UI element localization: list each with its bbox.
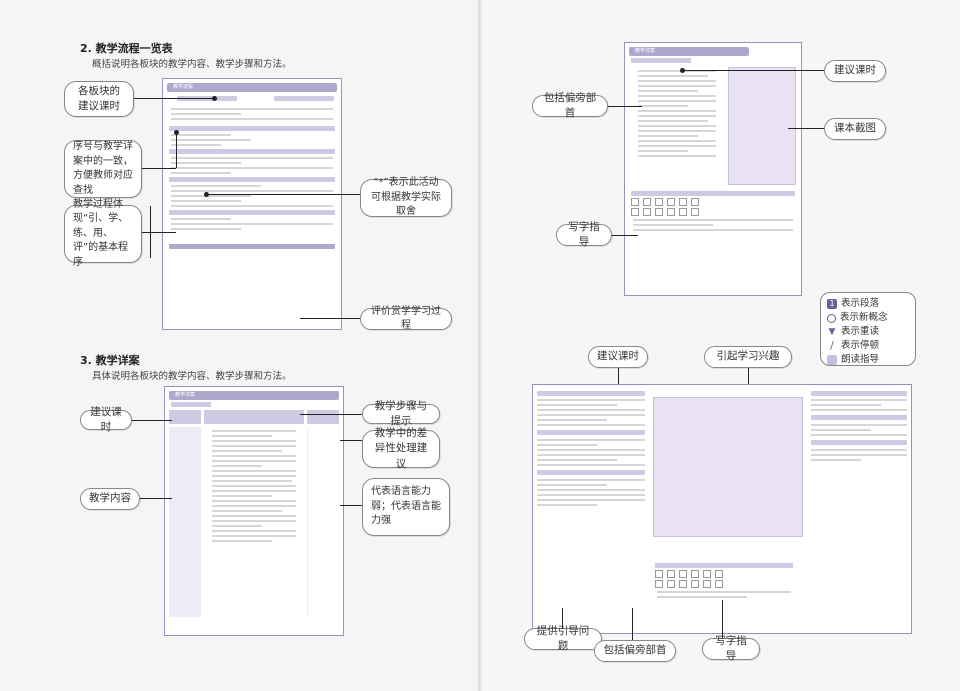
section-2-title: 2. 教学流程一览表 — [80, 42, 173, 55]
flow-table-header: 教学流程 — [167, 83, 337, 92]
paragraph-number-icon: 1 — [827, 299, 837, 309]
callout-side-header: 包括偏旁部首 — [532, 92, 608, 119]
callout-diff: 教学中的差异性处理建议 — [362, 427, 440, 470]
callout-suggest-time-top: 建议课时 — [824, 60, 886, 82]
pause-icon: / — [830, 339, 834, 352]
callout-content: 教学内容 — [80, 488, 140, 510]
callout-lang-ability: 代表语言能力弱；代表语言能力强 — [362, 478, 450, 536]
callout-lesson-time: 各板块的建议课时 — [64, 81, 134, 117]
legend-row-stress: ▼表示重读 — [828, 326, 880, 337]
callout-process: 教学过程体现“引、学、练、用、评”的基本程序 — [64, 199, 142, 268]
callout-writing-top: 写字指导 — [556, 221, 612, 248]
section-3-title: 3. 教学详案 — [80, 354, 140, 367]
section-2-desc: 概括说明各板块的教学内容、教学步骤和方法。 — [92, 59, 292, 70]
legend-row-pause: /表示停顿 — [827, 339, 909, 353]
section-3-desc: 具体说明各板块的教学内容、教学步骤和方法。 — [92, 371, 292, 382]
callout-evaluate: 评价赏学学习过程 — [360, 306, 452, 331]
callout-suggest-time-bottom: 建议课时 — [588, 346, 648, 368]
callout-suggest-time: 建议课时 — [80, 406, 132, 433]
textbook-spread-thumbnail-bottom — [532, 384, 912, 634]
callout-guide-question: 提供引导问题 — [524, 625, 602, 652]
callout-star: “*”表示此活动可根据教学实际取舍 — [360, 177, 452, 217]
textbook-page-thumbnail-top: 教学详案 — [624, 42, 802, 296]
callout-interest: 引起学习兴趣 — [704, 346, 792, 368]
stress-icon: ▼ — [828, 327, 836, 337]
callout-numbering: 序号与教学详案中的一致，方便教师对应查找 — [64, 140, 142, 198]
callout-steps: 教学步骤与提示 — [362, 400, 440, 427]
callout-writing-bottom: 写字指导 — [702, 635, 760, 662]
legend-row-new-concept: 表示新概念 — [827, 311, 909, 325]
reading-guide-icon — [827, 355, 837, 365]
callout-textbook-shot: 课本截图 — [824, 118, 886, 140]
new-concept-icon — [827, 313, 836, 323]
legend-row-reading-guide: 朗读指导 — [827, 353, 909, 367]
book-gutter — [478, 0, 482, 691]
callout-side-header-bottom: 包括偏旁部首 — [594, 640, 676, 662]
flow-table-thumbnail: 教学流程 — [162, 78, 342, 330]
detail-plan-thumbnail: 教学详案 — [164, 386, 344, 636]
left-page: 2. 教学流程一览表 概括说明各板块的教学内容、教学步骤和方法。 教学流程 各板… — [0, 0, 478, 691]
